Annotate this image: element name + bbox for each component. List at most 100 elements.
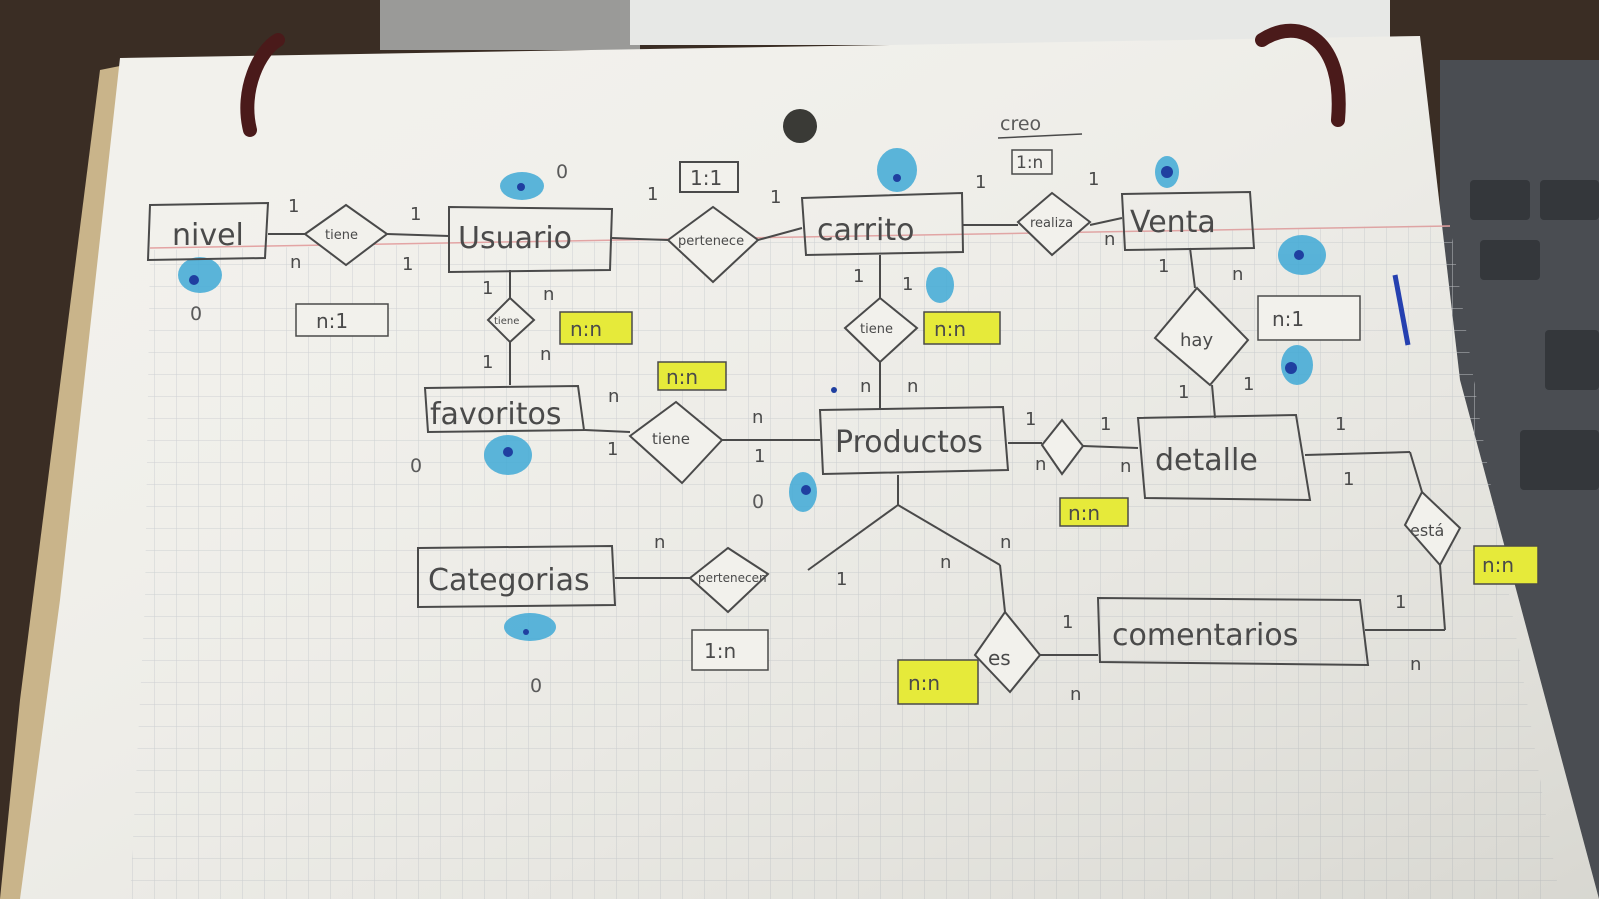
- svg-text:n:n: n:n: [934, 317, 966, 341]
- relationship-pertenecen[interactable]: pertenecen: [688, 546, 770, 614]
- relationship-esta[interactable]: está: [1403, 490, 1462, 567]
- cardinality-mark: 1: [1062, 612, 1073, 633]
- entity-usuario[interactable]: Usuario: [448, 205, 614, 274]
- entity-label: comentarios: [1112, 618, 1298, 653]
- cardinality-mark: n: [1232, 264, 1243, 285]
- cardinality-mark: n: [654, 532, 665, 553]
- cardinality-mark: 1: [482, 352, 493, 373]
- cardinality-mark: n: [1410, 654, 1421, 675]
- cardinality-box-favoritos-productos: n:n: [657, 361, 727, 391]
- relationship-label: hay: [1180, 330, 1213, 351]
- keyboard-keys: [1470, 180, 1599, 490]
- cardinality-box-carrito-productos: n:n: [923, 311, 1001, 345]
- cardinality-mark: 1: [1395, 592, 1406, 613]
- relationship-label: está: [1410, 521, 1444, 540]
- entity-nivel[interactable]: nivel: [146, 201, 270, 262]
- svg-text:1:n: 1:n: [704, 639, 736, 663]
- annotation-creo: creo: [997, 113, 1083, 139]
- cardinality-mark: n: [540, 344, 551, 365]
- cardinality-mark: 1: [607, 439, 618, 460]
- relationship-label: pertenecen: [698, 571, 767, 585]
- relationship-realiza[interactable]: realiza: [1016, 191, 1092, 257]
- connector-lines: [268, 217, 1446, 656]
- cardinality-mark: 1: [1025, 409, 1036, 430]
- cardinality-mark: 1: [754, 446, 765, 467]
- blue-dots: [189, 166, 1304, 635]
- cardinality-mark: 1: [647, 184, 658, 205]
- relationship-label: es: [988, 646, 1011, 670]
- cardinality-box-nivel-usuario: n:1: [295, 303, 389, 337]
- relationship-hay[interactable]: hay: [1153, 286, 1250, 387]
- entity-venta[interactable]: Venta: [1120, 190, 1256, 252]
- entity-label: detalle: [1155, 443, 1258, 478]
- entity-label: carrito: [817, 213, 914, 248]
- cardinality-mark: n: [1104, 229, 1115, 250]
- cardinality-mark: 1: [482, 278, 493, 299]
- entity-comentarios[interactable]: comentarios: [1096, 596, 1370, 667]
- relationship-tiene-prod[interactable]: tiene: [628, 400, 724, 485]
- cardinality-mark: 1: [975, 172, 986, 193]
- blue-ink-stroke: [1392, 274, 1411, 346]
- cardinality-mark: 1: [1158, 256, 1169, 277]
- relationship-label: pertenece: [678, 234, 744, 249]
- paper-shade: [20, 36, 1599, 899]
- zero-marks: 0 0 0 0 0: [190, 161, 764, 697]
- relationship-tiene-carrito[interactable]: tiene: [843, 296, 919, 364]
- relationship-label: realiza: [1030, 216, 1073, 231]
- cardinality-mark: 1: [288, 196, 299, 217]
- svg-text:n:n: n:n: [1068, 501, 1100, 525]
- entity-detalle[interactable]: detalle: [1136, 413, 1312, 502]
- cardinality-mark: n: [1070, 684, 1081, 705]
- cardinality-mark: n: [290, 252, 301, 273]
- relationship-es[interactable]: es: [973, 610, 1042, 694]
- cardinality-box-usuario-favoritos: n:n: [559, 311, 633, 345]
- cardinality-mark: n: [608, 386, 619, 407]
- relationship-label: tiene: [494, 316, 519, 327]
- cardinality-mark: 1: [853, 266, 864, 287]
- entity-productos[interactable]: Productos: [818, 405, 1010, 476]
- relationship-productos-detalle[interactable]: [1040, 418, 1085, 476]
- cardinality-mark: n: [907, 376, 918, 397]
- entity-label: nivel: [172, 218, 244, 253]
- relationship-label: tiene: [325, 228, 358, 243]
- cardinality-mark: n: [860, 376, 871, 397]
- entity-categorias[interactable]: Categorias: [417, 544, 617, 609]
- cardinality-mark: 1: [836, 569, 847, 590]
- svg-text:0: 0: [190, 303, 202, 325]
- relationship-label: tiene: [652, 430, 690, 448]
- relationship-tiene-nivel[interactable]: tiene: [303, 203, 389, 267]
- svg-text:n:1: n:1: [1272, 307, 1304, 331]
- entity-carrito[interactable]: carrito: [800, 191, 965, 257]
- svg-text:0: 0: [556, 161, 568, 183]
- entity-favoritos[interactable]: favoritos: [423, 384, 586, 434]
- cardinality-box-detalle-comentarios: n:n: [1473, 545, 1539, 585]
- relationship-label: tiene: [860, 322, 893, 337]
- binder-string-left: [240, 33, 285, 137]
- cardinality-mark: 1: [1243, 374, 1254, 395]
- entity-label: Venta: [1130, 205, 1216, 240]
- svg-text:n:n: n:n: [1482, 553, 1514, 577]
- cardinality-box-productos-detalle: n:n: [1059, 497, 1129, 527]
- cardinality-mark: 1: [1343, 469, 1354, 490]
- relationship-pertenece-carrito[interactable]: pertenece: [666, 205, 760, 284]
- cardinality-mark: 1: [1178, 382, 1189, 403]
- relationship-tiene-fav[interactable]: tiene: [486, 296, 536, 344]
- svg-text:creo: creo: [1000, 113, 1041, 135]
- cardinality-mark: 1: [1100, 414, 1111, 435]
- cardinality-box-usuario-carrito: 1:1: [679, 161, 739, 193]
- background-monitor: [380, 0, 640, 50]
- svg-text:1:n: 1:n: [1016, 153, 1043, 173]
- svg-text:0: 0: [752, 491, 764, 513]
- entity-label: Productos: [835, 425, 983, 460]
- svg-text:n:n: n:n: [666, 365, 698, 389]
- cardinality-box-realiza: 1:n: [1011, 149, 1053, 175]
- cardinality-mark: n: [543, 284, 554, 305]
- cardinality-mark: 1: [1335, 414, 1346, 435]
- entity-label: favoritos: [430, 397, 561, 432]
- svg-text:0: 0: [410, 455, 422, 477]
- cardinality-mark: 1: [1088, 169, 1099, 190]
- svg-text:1:1: 1:1: [690, 166, 722, 190]
- cardinality-mark: n: [1035, 454, 1046, 475]
- svg-text:0: 0: [530, 675, 542, 697]
